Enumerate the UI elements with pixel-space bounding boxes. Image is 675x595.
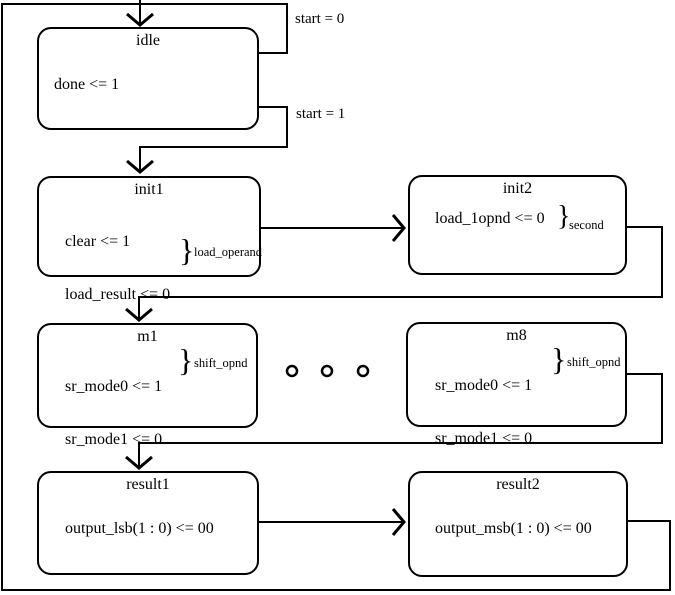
- state-action: output_msb(1 : 0) <= 00: [435, 520, 592, 537]
- wire-result2-idle-loop: [1, 3, 671, 591]
- state-title: init1: [134, 181, 164, 198]
- brace-icon: }: [551, 341, 567, 377]
- arrowhead-down-icon: [126, 12, 154, 27]
- state-title: idle: [136, 32, 160, 49]
- state-init2: init2 load_1opnd <= 0 } second: [408, 175, 627, 275]
- state-action: sr_mode1 <= 0: [435, 429, 533, 447]
- wire-start1: [139, 106, 288, 171]
- state-result2: result2 output_msb(1 : 0) <= 00: [408, 471, 628, 577]
- state-title: m8: [506, 327, 527, 344]
- state-action: sr_mode0 <= 1: [65, 378, 163, 395]
- state-init1: init1 clear <= 1 load_result <= 0 sr_mod…: [37, 176, 263, 408]
- state-action: output_lsb(1 : 0) <= 00: [65, 520, 214, 537]
- arrowhead-right-icon: [391, 508, 406, 536]
- state-action: clear <= 1: [65, 233, 131, 250]
- wire-m8-result1: [138, 373, 663, 467]
- transition-label-start1: start = 1: [296, 106, 346, 122]
- state-action: sr_mode0 <= 1: [435, 377, 533, 394]
- brace-label: shift_opnd: [194, 356, 248, 370]
- wire-init2-m1: [138, 226, 663, 319]
- state-result1: result1 output_lsb(1 : 0) <= 00: [37, 471, 259, 575]
- state-title: init2: [502, 180, 533, 197]
- brace-icon: }: [178, 342, 194, 378]
- ellipsis-dot-icon: [320, 364, 334, 378]
- ellipsis-dot-icon: [356, 364, 370, 378]
- state-m8: m8 sr_mode0 <= 1 sr_mode1 <= 0 load_resu…: [406, 322, 627, 552]
- state-title: result1: [126, 476, 170, 493]
- state-action: load_1opnd <= 0: [435, 210, 545, 227]
- brace-label: second: [569, 218, 604, 232]
- state-title: m1: [137, 328, 158, 345]
- brace-label: load_operand: [194, 245, 263, 259]
- arrowhead-right-icon: [391, 214, 406, 242]
- brace-icon: }: [179, 232, 195, 268]
- state-idle: idle done <= 1: [37, 27, 259, 130]
- arrowhead-down-icon: [126, 159, 154, 174]
- state-action: sr_mode1 <= 0: [65, 430, 163, 448]
- state-m1: m1 sr_mode0 <= 1 sr_mode1 <= 0 load_resu…: [37, 323, 258, 553]
- state-action: load_result <= 0: [65, 285, 171, 303]
- ellipsis-dot-icon: [285, 364, 299, 378]
- arrowhead-down-icon: [125, 455, 153, 470]
- state-title: result2: [496, 476, 540, 493]
- state-action: done <= 1: [54, 76, 120, 93]
- transition-label-start0: start = 0: [295, 11, 345, 27]
- brace-label: shift_opnd: [567, 355, 621, 369]
- arrowhead-down-icon: [125, 307, 153, 322]
- brace-icon: }: [557, 201, 571, 232]
- wire-start0-loop: [140, 3, 288, 54]
